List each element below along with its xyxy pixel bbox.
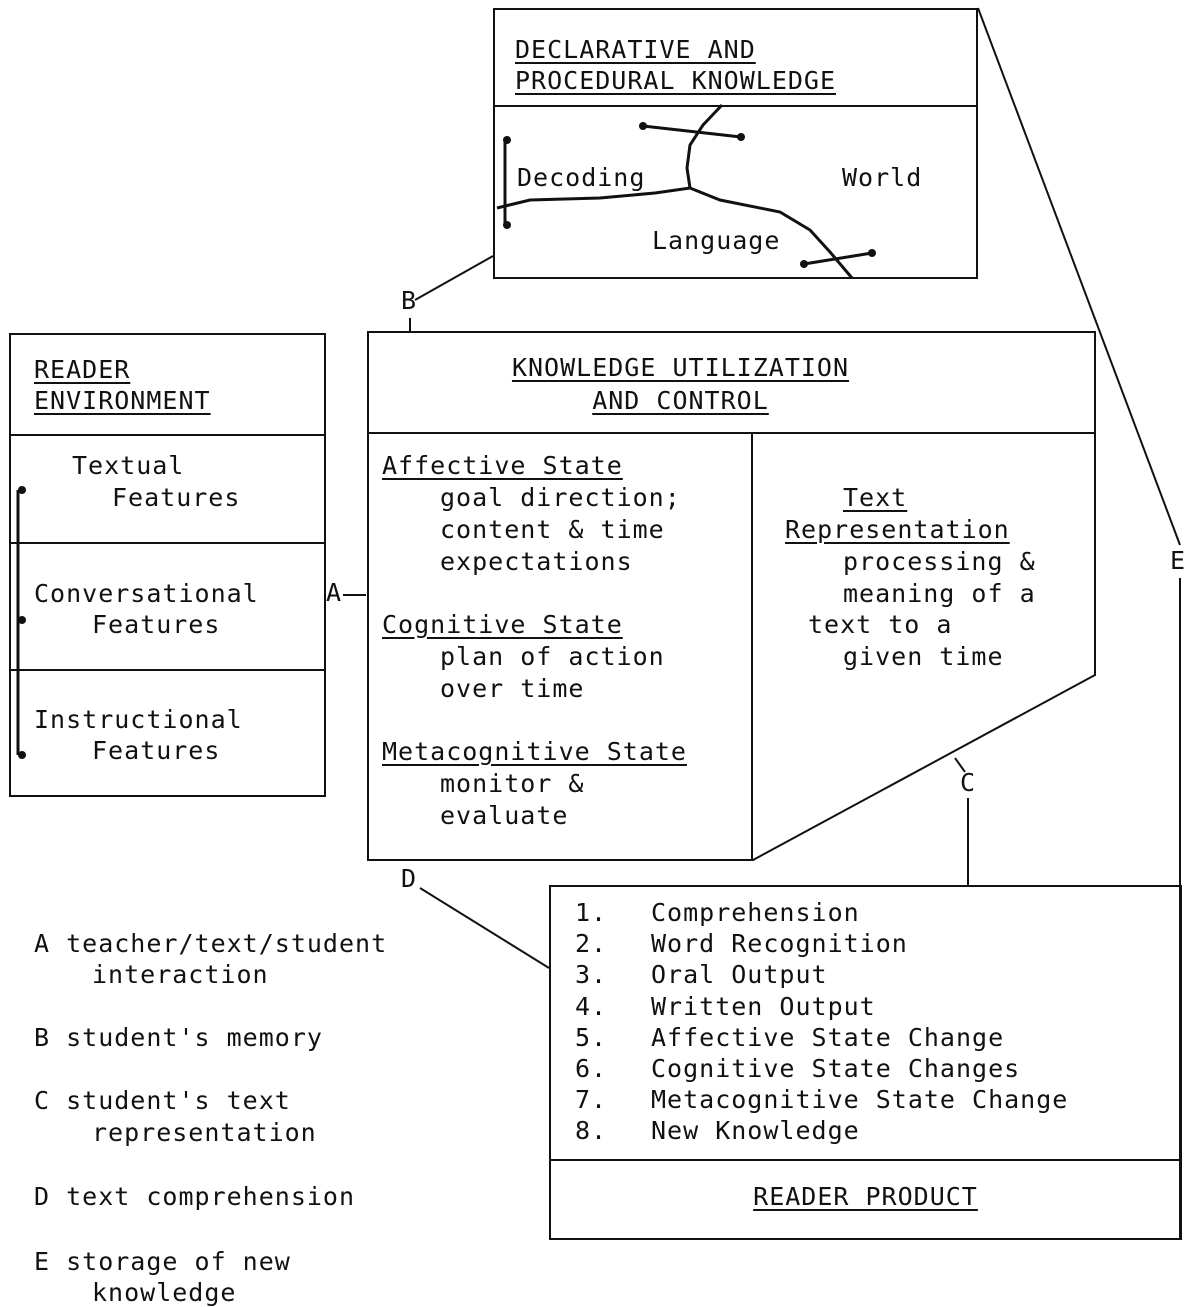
environment-bracket-top [18, 486, 26, 494]
cognitive-line1: plan of action [440, 642, 665, 671]
decoding-language-path [496, 186, 854, 279]
text-rep-line3: text to a [808, 610, 953, 639]
connector-label-b: B [401, 286, 417, 315]
line-e-diagonal [977, 7, 1181, 546]
environment-bracket-bottom [18, 751, 26, 759]
product-item-7: Metacognitive State Change [651, 1085, 1069, 1114]
bottom-node-right [868, 249, 876, 257]
environment-bracket-mid [18, 616, 26, 624]
connector-label-a: A [326, 578, 342, 607]
metacognitive-line1: monitor & [440, 769, 585, 798]
bottom-connector [803, 251, 873, 266]
product-item-5: Affective State Change [651, 1023, 1005, 1052]
bottom-node-left [800, 260, 808, 268]
decoding-label: Decoding [517, 163, 646, 192]
legend-c-line2: representation [92, 1118, 317, 1147]
cognitive-state-heading: Cognitive State [382, 610, 623, 639]
decoding-world-path [685, 103, 724, 189]
textual-features-line2: Features [112, 483, 241, 512]
product-num-7: 7. [575, 1085, 608, 1114]
line-c-hook [954, 757, 966, 773]
instructional-features-line1: Instructional [34, 705, 243, 734]
top-node-right [737, 133, 745, 141]
knowledge-column-divider [751, 432, 753, 861]
product-item-8: New Knowledge [651, 1116, 860, 1145]
legend-b-line1: B student's memory [34, 1023, 323, 1052]
connector-label-d: D [401, 864, 417, 893]
text-rep-line4: given time [843, 642, 1004, 671]
reader-environment-box [9, 333, 326, 797]
cognitive-line2: over time [440, 674, 585, 703]
world-label: World [842, 163, 923, 192]
affective-line1: goal direction; [440, 483, 681, 512]
conversational-features-line1: Conversational [34, 579, 259, 608]
top-connector [642, 124, 742, 139]
instructional-features-line2: Features [92, 736, 221, 765]
legend-d-line1: D text comprehension [34, 1182, 356, 1211]
knowledge-title-line2: AND CONTROL [592, 386, 769, 415]
conversational-features-line2: Features [92, 610, 221, 639]
textual-features-line1: Textual [72, 451, 185, 480]
product-item-3: Oral Output [651, 960, 828, 989]
environment-divider-3 [11, 669, 324, 671]
environment-title-line2: ENVIRONMENT [34, 386, 211, 415]
legend-e-line2: knowledge [92, 1278, 237, 1307]
line-b-upper [414, 255, 494, 301]
line-d [419, 887, 550, 969]
knowledge-title-line1: KNOWLEDGE UTILIZATION [511, 353, 850, 382]
metacognitive-state-heading: Metacognitive State [382, 737, 687, 766]
affective-line3: expectations [440, 547, 633, 576]
knowledge-box-slant [752, 674, 1096, 861]
product-num-4: 4. [575, 992, 608, 1021]
product-item-6: Cognitive State Changes [651, 1054, 1021, 1083]
environment-divider-1 [11, 434, 324, 436]
environment-title-line1: READER [34, 355, 131, 384]
text-rep-line1: processing & [843, 547, 1036, 576]
product-num-3: 3. [575, 960, 608, 989]
reader-product-box [549, 885, 1182, 1240]
product-num-5: 5. [575, 1023, 608, 1052]
text-representation-heading-line2: Representation [785, 515, 1010, 544]
product-item-4: Written Output [651, 992, 876, 1021]
metacognitive-line2: evaluate [440, 801, 569, 830]
legend-e-line1: E storage of new [34, 1247, 291, 1276]
knowledge-box-top [367, 331, 1096, 333]
affective-line2: content & time [440, 515, 665, 544]
product-item-1: Comprehension [651, 898, 860, 927]
declarative-title-divider [495, 105, 976, 107]
declarative-title-line2: PROCEDURAL KNOWLEDGE [515, 66, 837, 95]
affective-state-heading: Affective State [382, 451, 623, 480]
connector-label-c: C [960, 768, 976, 797]
declarative-knowledge-box [493, 8, 978, 279]
legend-c-line1: C student's text [34, 1086, 291, 1115]
knowledge-box-bottom [367, 859, 754, 861]
product-num-2: 2. [575, 929, 608, 958]
reader-product-title: READER PRODUCT [753, 1182, 978, 1211]
legend-a-line1: A teacher/text/student [34, 929, 388, 958]
reader-product-divider [551, 1159, 1180, 1161]
knowledge-title-divider [367, 432, 1096, 434]
connector-label-e: E [1170, 546, 1186, 575]
text-rep-line2: meaning of a [843, 579, 1036, 608]
legend-a-line2: interaction [92, 960, 269, 989]
language-label: Language [652, 226, 781, 255]
decoding-bracket-bottom [503, 221, 511, 229]
knowledge-box-right [1094, 331, 1096, 676]
product-num-8: 8. [575, 1116, 608, 1145]
text-representation-heading-line1: Text [843, 483, 908, 512]
decoding-bracket-top [503, 136, 511, 144]
product-num-6: 6. [575, 1054, 608, 1083]
top-node-left [639, 122, 647, 130]
environment-divider-2 [11, 542, 324, 544]
declarative-title-line1: DECLARATIVE AND [515, 35, 756, 64]
product-item-2: Word Recognition [651, 929, 908, 958]
knowledge-box-left [367, 331, 369, 861]
product-num-1: 1. [575, 898, 608, 927]
